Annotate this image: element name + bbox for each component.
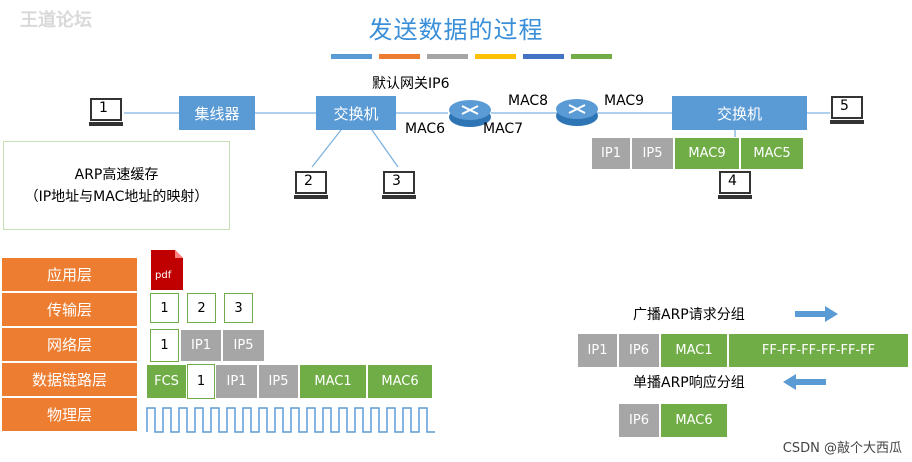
gateway-label: 默认网关IP6	[372, 76, 450, 92]
arp-request-label: 广播ARP请求分组	[633, 307, 745, 323]
packet-cell: 1	[150, 329, 179, 362]
page-title: 发送数据的过程	[368, 16, 544, 44]
left-arrow-icon	[783, 374, 826, 390]
arp-reply-cell: MAC6	[660, 403, 728, 438]
pdf-icon: pdf	[151, 250, 183, 290]
title-bar-3	[427, 54, 468, 59]
host-3: 3	[381, 170, 417, 210]
frame-cell: IP5	[258, 364, 299, 399]
title-bar-5	[523, 54, 564, 59]
arp-reply-label: 单播ARP响应分组	[633, 375, 745, 391]
csdn-watermark: CSDN @敲个大西瓜	[782, 441, 902, 456]
packet-cell: IP5	[222, 329, 265, 362]
arp-cache-title: ARP高速缓存	[74, 167, 159, 183]
host-label: 3	[392, 173, 401, 189]
router2-mac-right: MAC9	[604, 93, 645, 109]
bit-signal-wave	[146, 407, 435, 433]
arp-cache-subtitle: （IP地址与MAC地址的映射）	[24, 189, 209, 205]
title-bar-2	[379, 54, 420, 59]
computer-icon	[294, 171, 328, 199]
transport-segment: 1	[150, 293, 179, 323]
switch-left: 交换机	[316, 96, 396, 130]
transport-segment: 3	[224, 293, 253, 323]
layer-transport: 传输层	[1, 292, 138, 327]
frame-cell: MAC1	[299, 364, 367, 399]
watermark: 王道论坛	[20, 10, 92, 31]
frame-cell: 1	[187, 364, 215, 399]
packet-cell: IP1	[180, 329, 222, 362]
layer-physical: 物理层	[1, 397, 138, 432]
arp-request-cell: IP6	[618, 333, 660, 368]
host-1: 1	[88, 97, 124, 137]
transport-segment: 2	[187, 293, 216, 323]
frame-cell: FCS	[146, 364, 187, 399]
router1-mac-right: MAC7	[483, 121, 524, 137]
arp-cache-box: ARP高速缓存 （IP地址与MAC地址的映射）	[3, 141, 230, 230]
frame-right-cell: IP5	[631, 137, 674, 170]
host-label: 4	[728, 173, 737, 189]
host-label: 1	[99, 100, 108, 116]
frame-cell: IP1	[215, 364, 258, 399]
frame-right-cell: MAC9	[674, 137, 740, 170]
frame-right-cell: IP1	[591, 137, 631, 170]
host-5: 5	[829, 95, 865, 135]
title-bar-6	[571, 54, 612, 59]
frame-right-cell: MAC5	[740, 137, 804, 170]
computer-icon	[89, 98, 123, 126]
arp-request-cell: FF-FF-FF-FF-FF-FF	[728, 333, 909, 368]
host-4: 4	[717, 170, 753, 210]
layer-network: 网络层	[1, 327, 138, 362]
router1-mac-left: MAC6	[405, 121, 446, 137]
title-bar-4	[475, 54, 516, 59]
title-bar-1	[331, 54, 372, 59]
computer-icon	[382, 171, 416, 199]
host-label: 2	[304, 173, 313, 189]
arp-reply-cell: IP6	[618, 403, 660, 438]
right-arrow-icon	[795, 306, 838, 322]
arp-request-cell: IP1	[577, 333, 618, 368]
layer-datalink: 数据链路层	[1, 362, 138, 397]
router-2	[555, 96, 599, 132]
arp-request-cell: MAC1	[660, 333, 728, 368]
layer-application: 应用层	[1, 257, 138, 292]
computer-icon	[718, 171, 752, 199]
router2-mac-left: MAC8	[508, 93, 549, 109]
router-icon	[449, 100, 491, 127]
host-2: 2	[293, 170, 329, 210]
host-label: 5	[840, 98, 849, 114]
pdf-label: pdf	[155, 270, 172, 281]
switch-right: 交换机	[672, 96, 807, 130]
frame-cell: MAC6	[367, 364, 433, 399]
router-1	[448, 97, 492, 133]
computer-icon	[830, 96, 864, 124]
router-icon	[556, 99, 598, 126]
hub: 集线器	[179, 96, 255, 130]
